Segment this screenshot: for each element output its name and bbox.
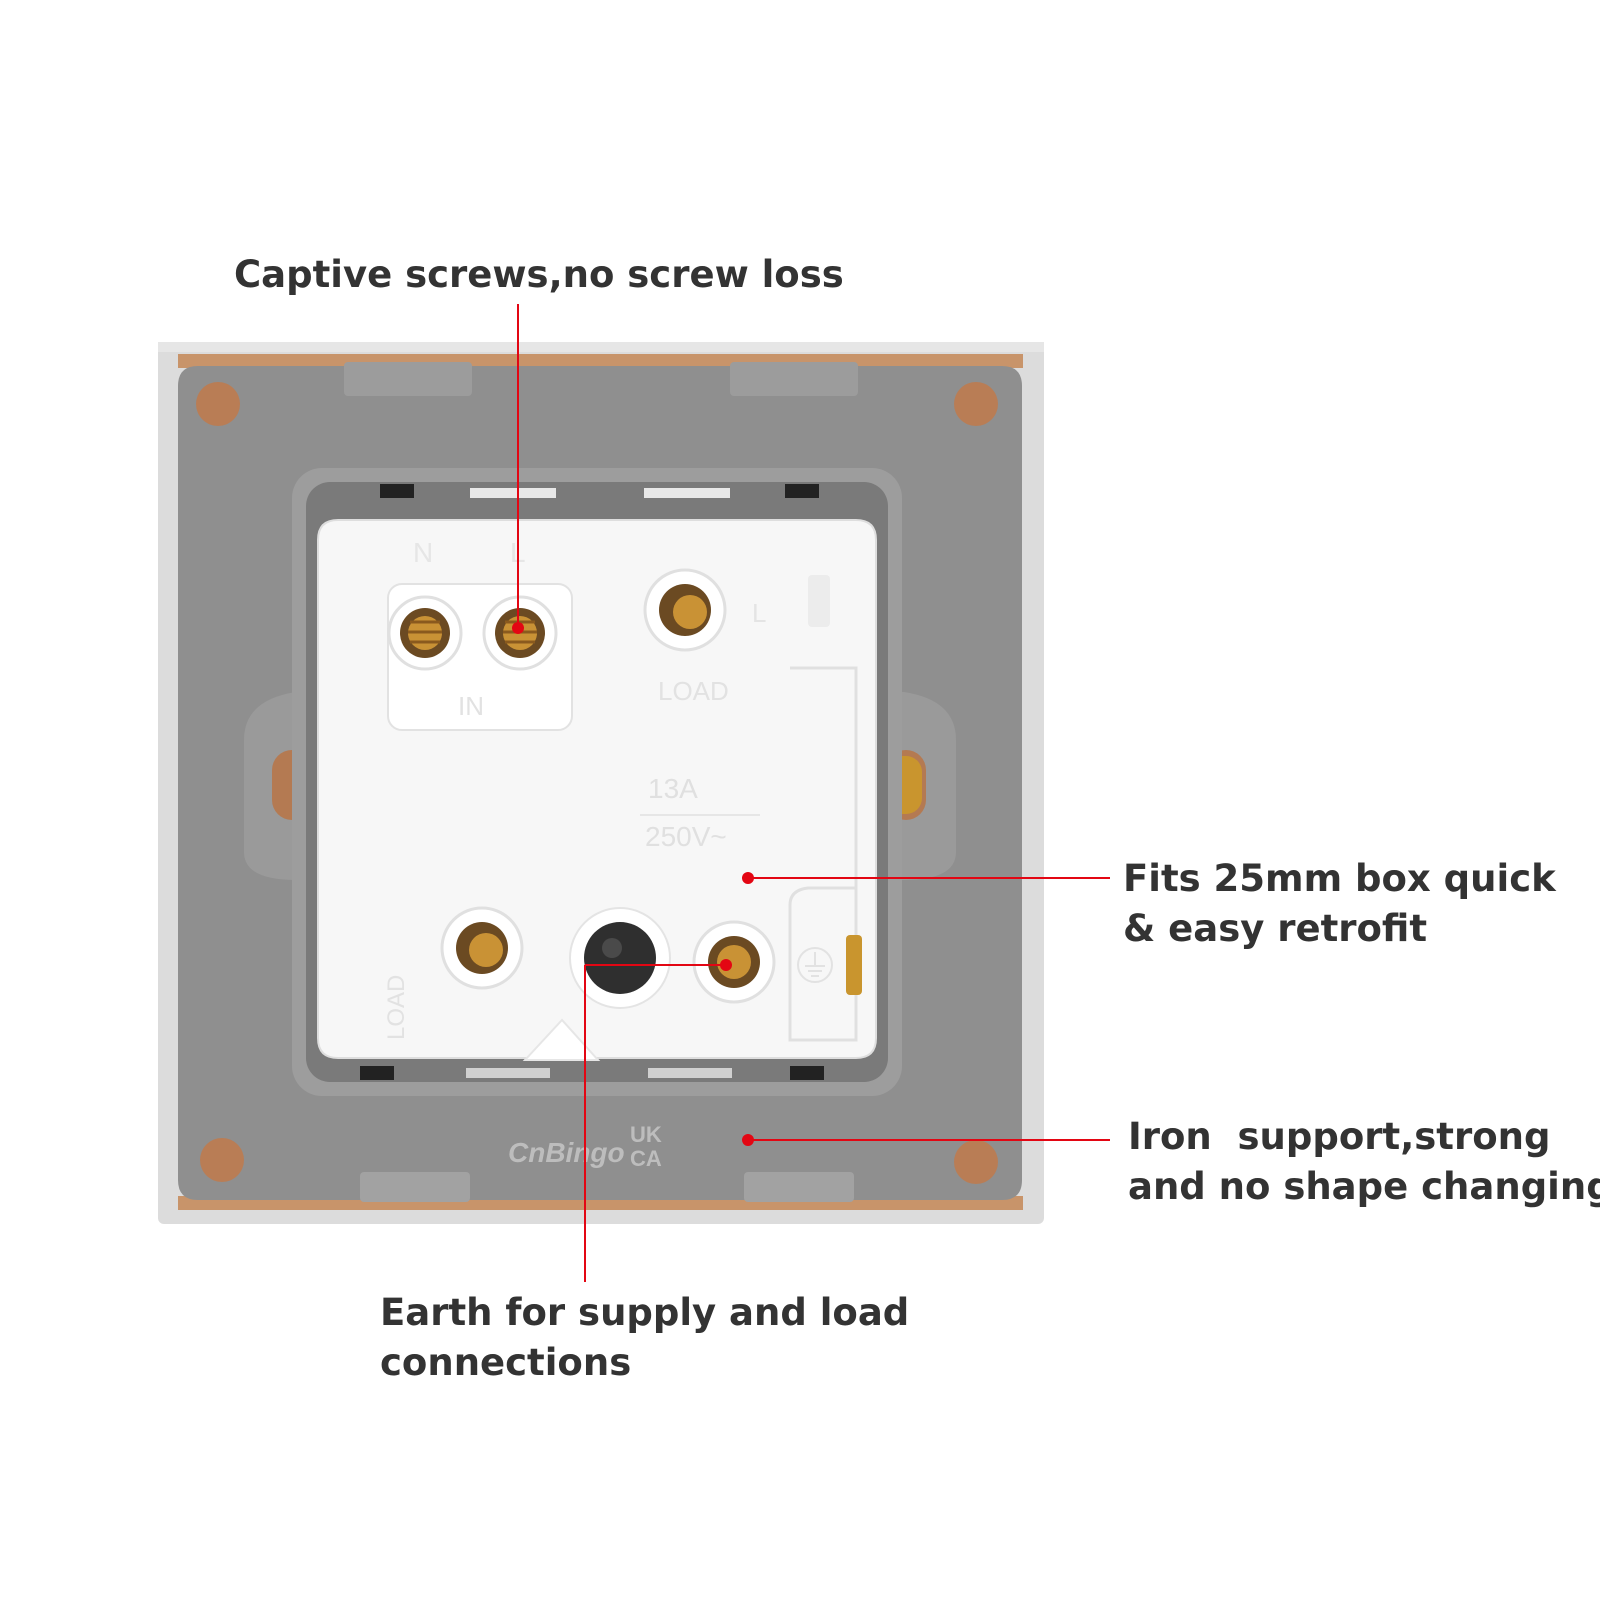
corner-hole-bottom-right [954,1140,998,1184]
callout-text-line: connections [380,1341,632,1384]
top-clip-right [730,362,858,396]
corner-hole-bottom-left [200,1138,244,1182]
copper-edge-top [178,354,1023,368]
frame-slot [790,1066,824,1080]
load-top-letter: L [752,598,766,628]
load-top-label: LOAD [658,676,729,706]
frame-slot [360,1066,394,1080]
callout-text-line: & easy retrofit [1123,907,1428,950]
callout-text-line: Captive screws,no screw loss [234,253,844,296]
brand-mark: CnBingo [508,1137,625,1168]
rating-voltage: 250V~ [645,821,727,852]
callout-leaders [512,304,1110,1282]
load-bottom-label: LOAD [383,975,410,1040]
callout-captive-screws: Captive screws,no screw loss [234,250,844,300]
red-dot-icon [720,959,732,971]
callout-earth: Earth for supply and load connections [380,1288,909,1388]
bottom-clip-right [744,1172,854,1202]
top-clip-left [344,362,472,396]
callout-text-line: Iron support,strong [1128,1115,1551,1158]
callout-box-fit: Fits 25mm box quick & easy retrofit [1123,854,1556,954]
red-dot-icon [742,872,754,884]
red-dot-icon [512,622,524,634]
rating-current: 13A [648,773,698,804]
callout-text-line: Fits 25mm box quick [1123,857,1556,900]
frame-slot [380,484,414,498]
corner-hole-top-left [196,382,240,426]
bottom-clip-left [360,1172,470,1202]
terminal-in-n-label: N [413,537,433,568]
module-notch [522,1018,601,1061]
red-dot-icon [742,1134,754,1146]
callout-text-line: Earth for supply and load [380,1291,910,1334]
cert-mark-uk: UK [630,1122,662,1147]
cert-mark-ca: CA [630,1146,662,1171]
callout-iron-support: Iron support,strong and no shape changin… [1128,1112,1600,1212]
frame-slot [785,484,819,498]
corner-hole-top-right [954,382,998,426]
callout-text-line: and no shape changing [1128,1165,1600,1208]
terminal-in-label: IN [458,691,484,721]
earth-ground-icon [797,947,833,983]
